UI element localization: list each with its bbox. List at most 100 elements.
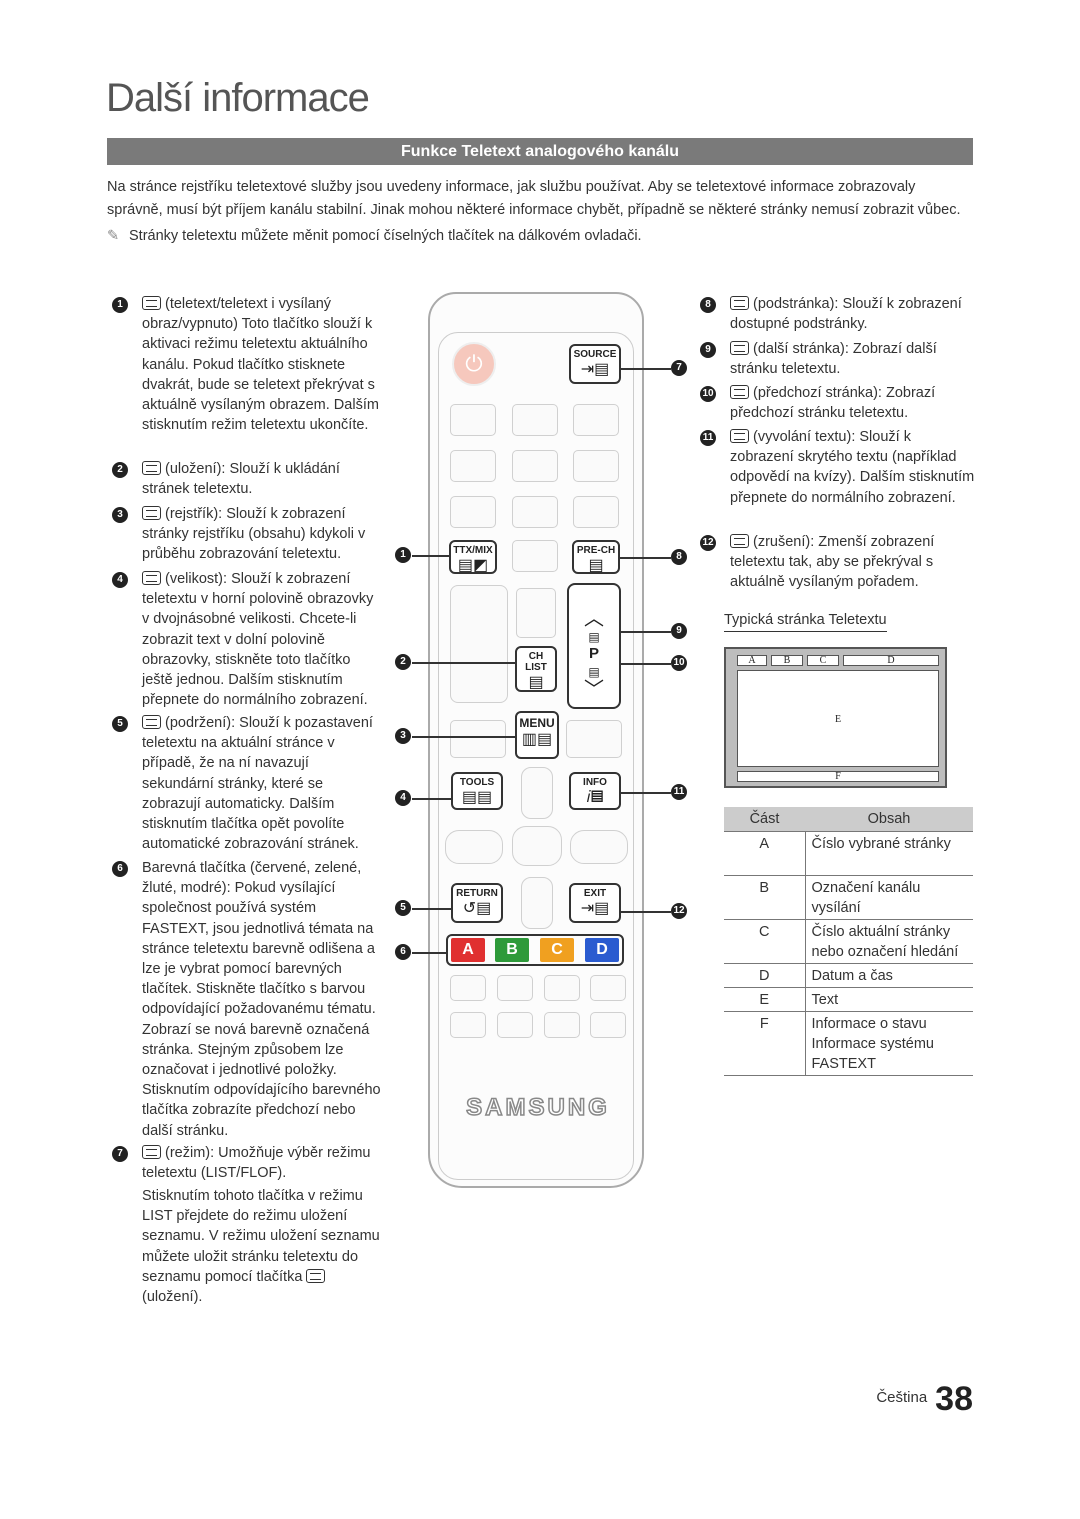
callout-number: 5 (112, 716, 128, 732)
nav-button[interactable] (566, 720, 622, 758)
page-number: 38 (935, 1380, 973, 1418)
chevron-down-icon: ﹀ (584, 679, 604, 701)
callout-line (621, 792, 671, 794)
table-header-row: Část Obsah (724, 807, 973, 832)
tools-button[interactable]: TOOLS▤▤ (451, 772, 503, 810)
function-button[interactable] (497, 975, 533, 1001)
table-header-part: Část (724, 807, 805, 832)
number-button[interactable] (512, 496, 558, 528)
red-button[interactable]: A (451, 938, 485, 962)
callout-4: 4 (395, 790, 411, 806)
table-row: E Text (724, 987, 973, 1012)
menu-icon: ▥▤ (521, 731, 553, 748)
color-buttons-group (446, 934, 624, 966)
table-row: D Datum a čas (724, 963, 973, 988)
teletext-cell-c: C (807, 655, 839, 666)
next-page-icon (730, 341, 749, 355)
teletext-diagram: A B C D E F (724, 647, 947, 788)
number-button[interactable] (450, 496, 496, 528)
table-cell-part: E (724, 987, 806, 1012)
number-button[interactable] (512, 450, 558, 482)
table-cell-content: Číslo aktuální stránky nebo označení hle… (805, 919, 973, 964)
index-icon (142, 506, 161, 520)
number-button[interactable] (573, 496, 619, 528)
source-button[interactable]: SOURCE⇥▤ (569, 344, 621, 384)
number-button[interactable] (450, 404, 496, 436)
item-text: (velikost): Slouží k zobrazení teletextu… (142, 571, 374, 709)
right-button[interactable] (570, 830, 628, 864)
callout-line (412, 662, 516, 664)
item-text: (zrušení): Zmenší zobrazení teletextu ta… (730, 534, 935, 591)
return-button[interactable]: RETURN↺▤ (451, 883, 503, 923)
green-button[interactable]: B (495, 938, 529, 962)
table-cell-part: C (724, 919, 806, 964)
mute-button[interactable] (516, 588, 556, 638)
item-text: (podstránka): Slouží k zobrazení dostupn… (730, 296, 962, 333)
table-row: F Informace o stavu Informace systému FA… (724, 1011, 973, 1076)
function-button[interactable] (450, 1012, 486, 1038)
ch-list-button[interactable]: CH LIST▤ (515, 646, 557, 692)
table-cell-content: Text (805, 987, 973, 1012)
function-button[interactable] (590, 975, 626, 1001)
down-button[interactable] (521, 877, 553, 929)
callout-line (412, 798, 452, 800)
function-button[interactable] (590, 1012, 626, 1038)
number-button[interactable] (573, 404, 619, 436)
pencil-icon: ✎ (107, 228, 120, 244)
section-title: Funkce Teletext analogového kanálu (107, 138, 973, 165)
up-button[interactable] (521, 767, 553, 819)
callout-2: 2 (395, 654, 411, 670)
callout-3: 3 (395, 728, 411, 744)
item-text: (teletext/teletext i vysílaný obraz/vypn… (142, 296, 379, 434)
intro-paragraph: Na stránce rejstříku teletextové služby … (107, 179, 961, 218)
callout-number: 4 (112, 572, 128, 588)
yellow-button[interactable]: C (540, 938, 574, 962)
table-row: C Číslo aktuální stránky nebo označení h… (724, 919, 973, 964)
function-button[interactable] (544, 975, 580, 1001)
mode-icon (142, 1145, 161, 1159)
enter-button[interactable] (512, 826, 562, 866)
item-text: (předchozí stránka): Zobrazí předchozí s… (730, 385, 936, 422)
teletext-cell-f: F (737, 771, 939, 782)
volume-rocker[interactable] (450, 585, 508, 703)
exit-button[interactable]: EXIT⇥▤ (569, 883, 621, 923)
callout-number: 12 (700, 535, 716, 551)
left-button[interactable] (445, 830, 503, 864)
store-icon (306, 1268, 326, 1283)
power-button[interactable]: ⏻ (452, 342, 496, 386)
ttx-mix-button[interactable]: TTX/MIX▤◩ (449, 540, 497, 574)
number-button[interactable] (573, 450, 619, 482)
table-cell-part: A (724, 831, 806, 876)
channel-rocker[interactable]: ︿ ▤ P ▤ ﹀ (567, 583, 621, 709)
callout-number: 2 (112, 462, 128, 478)
blue-button[interactable]: D (585, 938, 619, 962)
table-cell-content: Informace o stavu Informace systému FAST… (805, 1011, 973, 1076)
number-button[interactable] (512, 404, 558, 436)
function-button[interactable] (450, 975, 486, 1001)
pre-ch-button[interactable]: PRE-CH▤ (572, 540, 620, 574)
function-button[interactable] (497, 1012, 533, 1038)
store-icon: ▤ (528, 674, 544, 691)
table-cell-content: Označení kanálu vysílání (805, 875, 973, 920)
samsung-logo: SAMSUNG (465, 1093, 610, 1122)
table-row: A Číslo vybrané stránky (724, 831, 973, 876)
number-button-0[interactable] (512, 540, 558, 572)
menu-button[interactable]: MENU▥▤ (515, 711, 559, 759)
chevron-up-icon: ︿ (584, 608, 604, 630)
note-text: Stránky teletextu můžete měnit pomocí čí… (129, 228, 642, 244)
callout-line (412, 555, 450, 557)
callout-line (621, 911, 671, 913)
teletext-icon (142, 296, 161, 310)
reveal-icon: 𝑖▤ (586, 789, 604, 806)
callout-number: 6 (112, 861, 128, 877)
nav-button[interactable] (450, 720, 506, 758)
hold-icon: ↺▤ (462, 900, 492, 917)
teletext-cell-e: E (737, 670, 939, 767)
function-button[interactable] (544, 1012, 580, 1038)
table-cell-part: F (724, 1011, 806, 1076)
callout-11: 11 (671, 784, 687, 800)
reveal-icon (730, 429, 749, 443)
number-button[interactable] (450, 450, 496, 482)
callout-line (621, 631, 671, 633)
